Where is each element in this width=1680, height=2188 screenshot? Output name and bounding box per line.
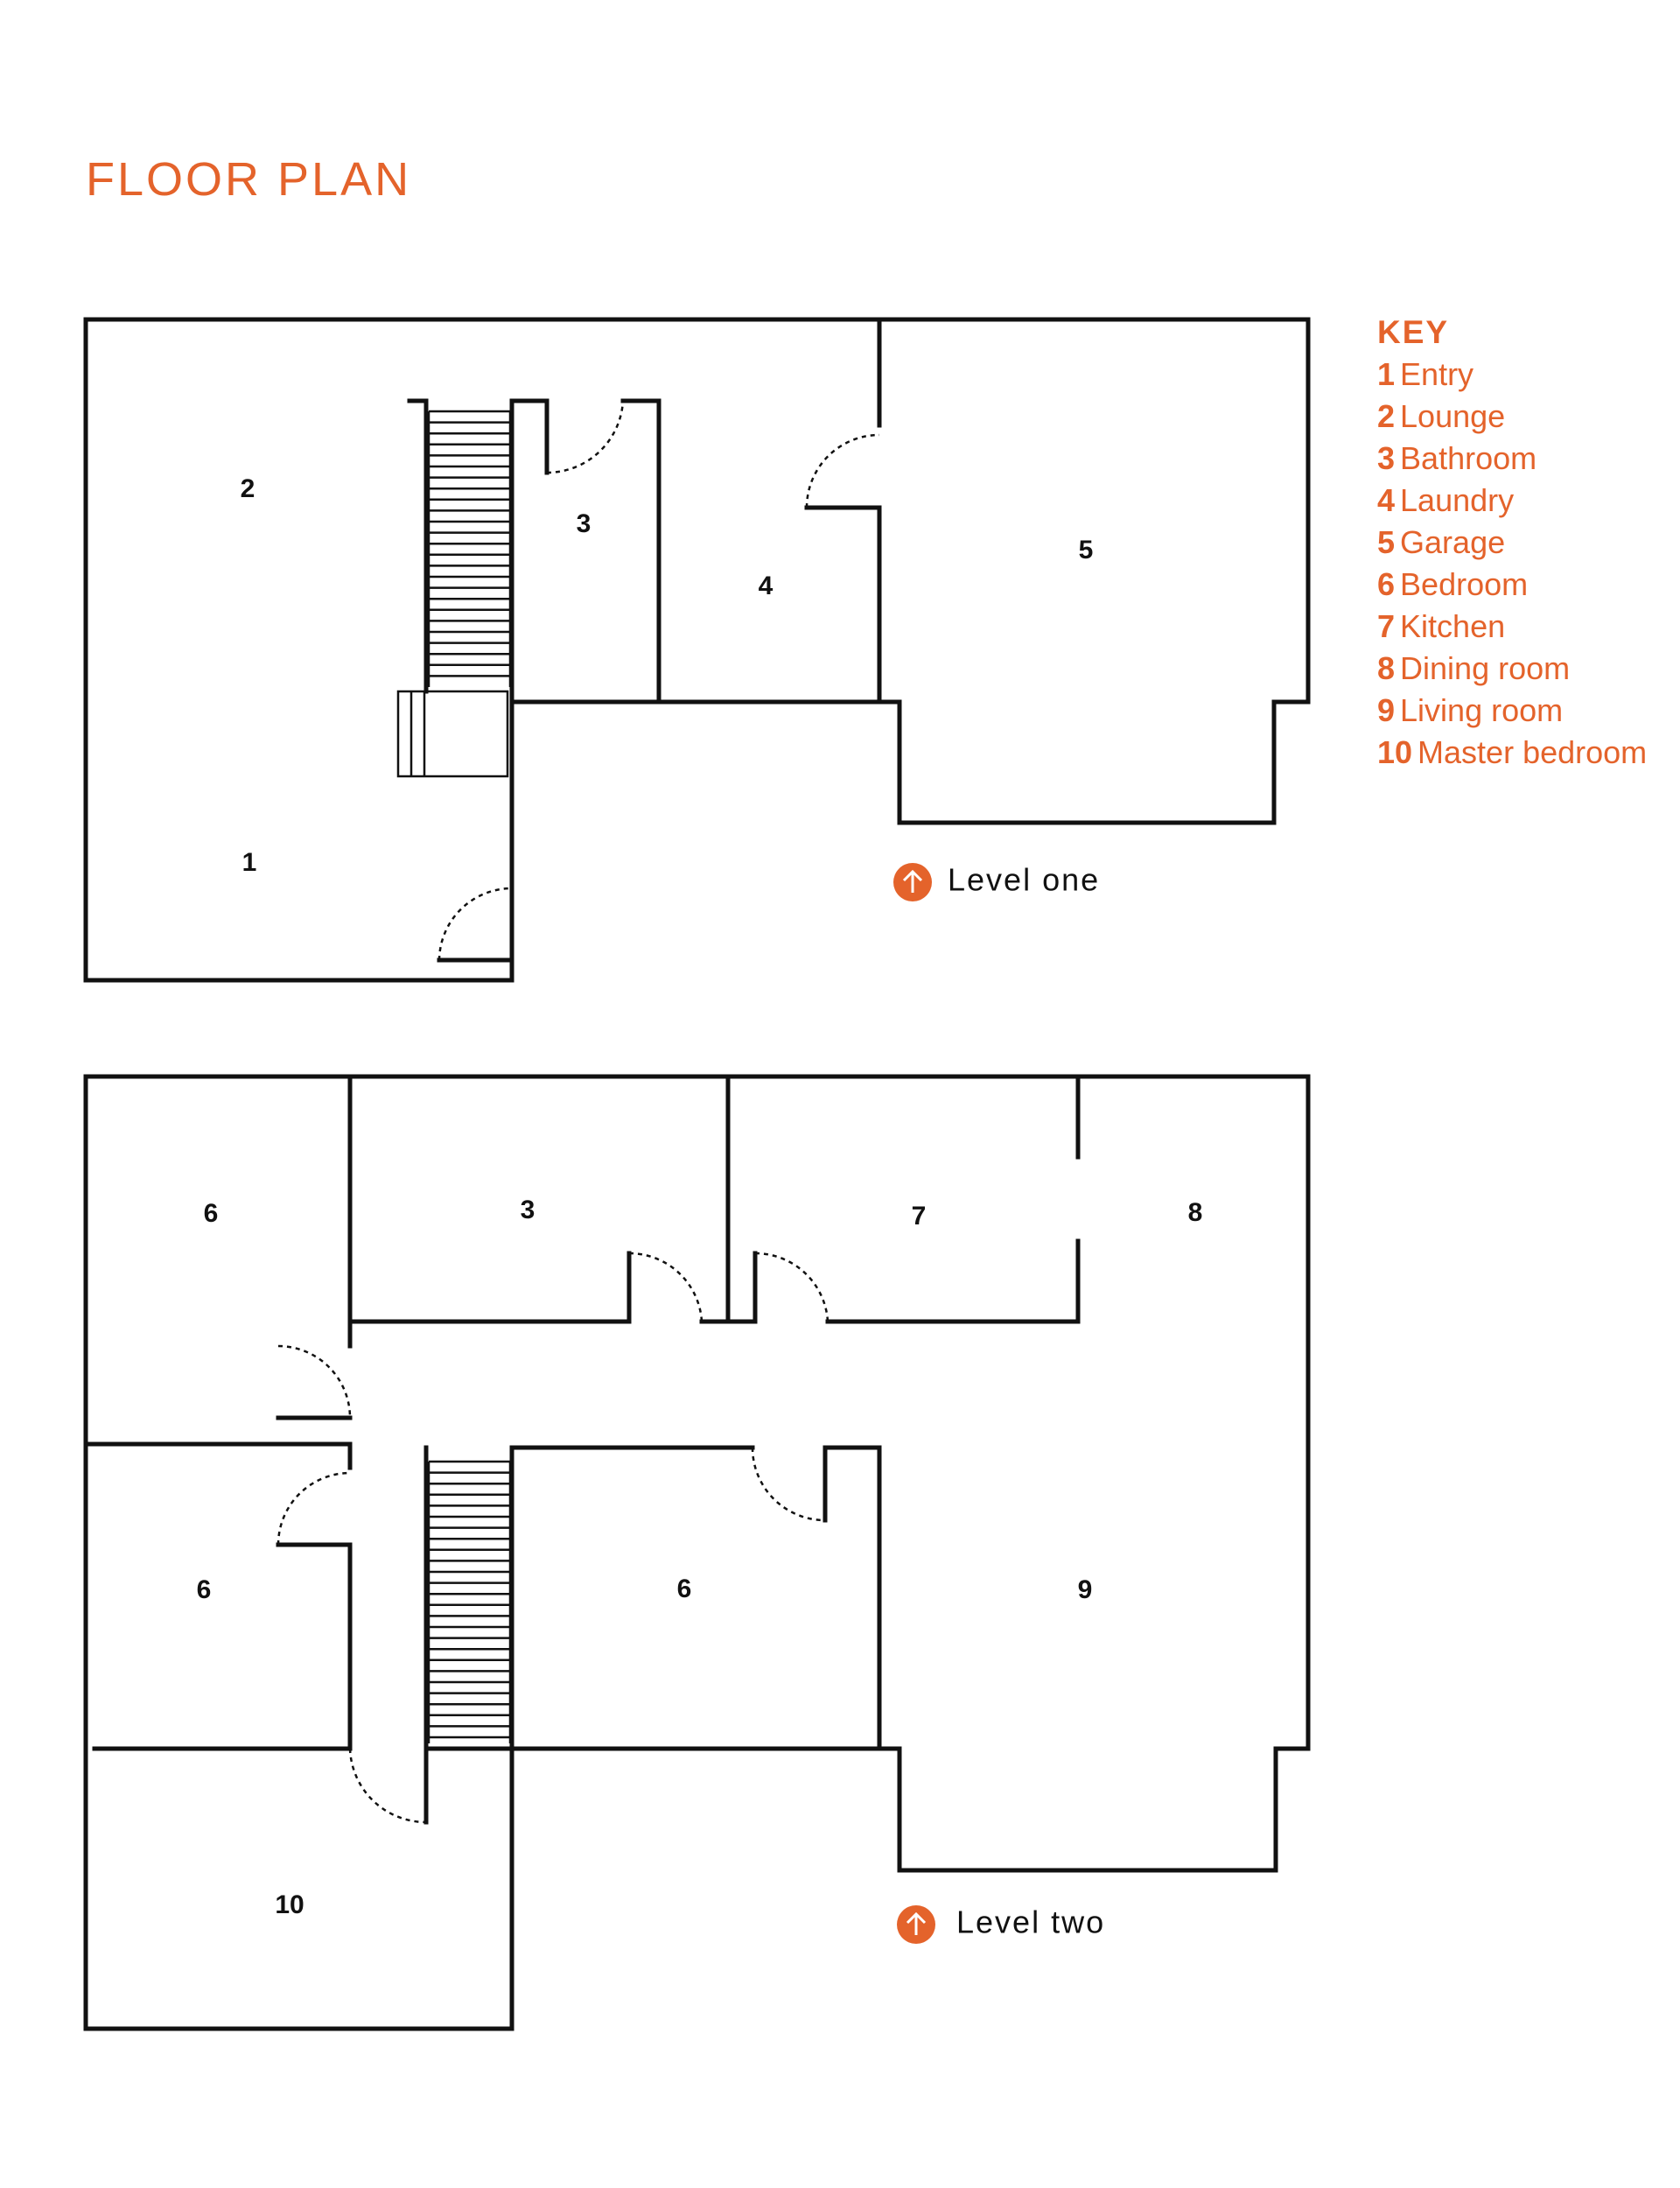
bedroom-b-wall bbox=[276, 1542, 353, 1751]
bathroom-door-swing bbox=[546, 400, 625, 474]
room-number-bedroom-b: 6 bbox=[197, 1575, 212, 1604]
level-one-label: Level one bbox=[948, 862, 1100, 898]
master-bedroom-wall bbox=[424, 1746, 514, 1825]
level-two-label: Level two bbox=[956, 1904, 1105, 1940]
stair-side-wall bbox=[407, 398, 429, 694]
level-two-outer-wall bbox=[83, 1074, 1311, 2031]
stair-landing bbox=[396, 690, 509, 778]
key-label: Bathroom bbox=[1400, 440, 1537, 476]
north-arrow-icon bbox=[893, 863, 932, 901]
key-label: Laundry bbox=[1400, 482, 1515, 518]
room-number-bathroom: 3 bbox=[577, 509, 592, 538]
key-label: Master bedroom bbox=[1418, 734, 1648, 770]
bedroom-b-door-swing bbox=[276, 1471, 351, 1546]
entry-door-jamb-wall bbox=[437, 957, 514, 983]
kitchen-wall bbox=[825, 1238, 1081, 1324]
key-number: 3 bbox=[1377, 440, 1396, 476]
bedroom-c-wall bbox=[509, 1445, 882, 1751]
bedroom-c-door-swing bbox=[751, 1447, 826, 1522]
room-number-master: 10 bbox=[275, 1890, 304, 1919]
key-number: 1 bbox=[1377, 356, 1396, 392]
room-number-laundry: 4 bbox=[759, 572, 774, 600]
key-number: 7 bbox=[1377, 608, 1396, 644]
room-number-kitchen: 7 bbox=[912, 1202, 927, 1231]
key-label: Entry bbox=[1400, 356, 1474, 392]
room-number-garage: 5 bbox=[1079, 536, 1094, 565]
bathroom-wall bbox=[620, 398, 662, 705]
bathroom-two-wall bbox=[347, 1251, 632, 1324]
bedroom-a-door-swing bbox=[277, 1344, 352, 1419]
key-number: 4 bbox=[1377, 482, 1396, 518]
bedroom-divider-wall bbox=[83, 1441, 353, 1470]
level-one-plan: 2 3 4 5 1 Level one bbox=[83, 317, 1311, 983]
master-bedroom-door-swing bbox=[348, 1748, 427, 1824]
key-number: 5 bbox=[1377, 524, 1396, 560]
bathroom-wall bbox=[509, 398, 550, 705]
key-number: 6 bbox=[1377, 566, 1396, 602]
room-number-dining: 8 bbox=[1188, 1198, 1203, 1227]
kitchen-door-swing bbox=[754, 1252, 830, 1322]
page-title: FLOOR PLAN bbox=[86, 153, 412, 206]
north-arrow-icon bbox=[897, 1905, 935, 1944]
room-number-entry: 1 bbox=[242, 848, 257, 877]
room-number-bathroom-two: 3 bbox=[521, 1196, 536, 1224]
key-number: 10 bbox=[1377, 734, 1413, 770]
bedroom-c-wall bbox=[822, 1445, 882, 1751]
key-label: Kitchen bbox=[1400, 608, 1506, 644]
garage-wall bbox=[804, 505, 882, 705]
key-label: Lounge bbox=[1400, 398, 1506, 434]
key-label: Bedroom bbox=[1400, 566, 1529, 602]
key-label: Garage bbox=[1400, 524, 1506, 560]
room-number-living: 9 bbox=[1078, 1575, 1093, 1604]
entry-door-swing bbox=[438, 887, 513, 961]
level-two-plan: 6 3 7 8 6 6 9 10 Level two bbox=[83, 1074, 1311, 2031]
key-label: Dining room bbox=[1400, 650, 1571, 686]
level-two-stairs bbox=[427, 1460, 512, 1743]
bathroom-two-door-swing bbox=[628, 1252, 704, 1322]
key-label: Living room bbox=[1400, 692, 1564, 728]
key-number: 2 bbox=[1377, 398, 1396, 434]
laundry-door-swing bbox=[805, 433, 880, 508]
level-one-stairs bbox=[427, 410, 512, 687]
room-number-bedroom-c: 6 bbox=[677, 1574, 692, 1603]
key-number: 8 bbox=[1377, 650, 1396, 686]
key-number: 9 bbox=[1377, 692, 1396, 728]
key-title: KEY bbox=[1377, 314, 1450, 350]
level-one-outer-wall bbox=[83, 317, 1311, 983]
corridor-wall bbox=[699, 1251, 758, 1324]
room-number-bedroom-a: 6 bbox=[204, 1199, 219, 1228]
room-number-lounge: 2 bbox=[241, 474, 256, 503]
